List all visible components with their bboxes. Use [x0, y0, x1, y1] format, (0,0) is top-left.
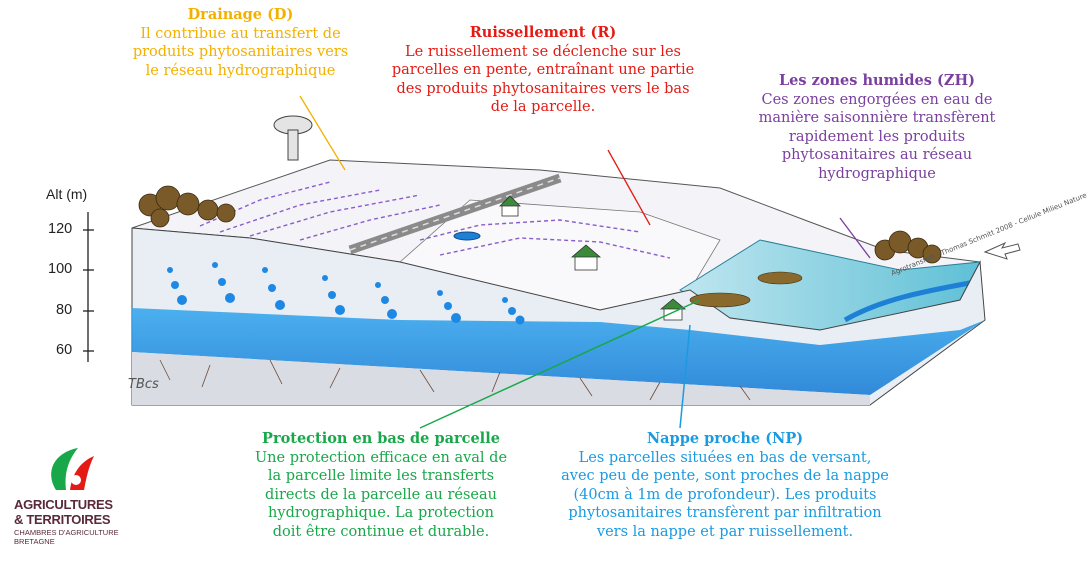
drainage-block: Drainage (D) Il contribue au transfert d…: [118, 6, 363, 80]
logo-line-1: AGRICULTURES: [14, 497, 113, 512]
protection-block: Protection en bas de parcelle Une protec…: [236, 430, 526, 541]
zh-title: Les zones humides (ZH): [778, 72, 976, 89]
alt-tick-label-100: 100: [48, 261, 73, 277]
landscape-block-diagram: [51, 95, 1021, 490]
pond: [453, 231, 481, 241]
water-tower: [273, 115, 313, 161]
protection-title: Protection en bas de parcelle: [262, 430, 500, 447]
logo-mark: [51, 448, 94, 490]
agricultures-territoires-logo: AGRICULTURES & TERRITOIRES CHAMBRES D'AG…: [14, 440, 154, 550]
bedrock: [132, 352, 870, 405]
protection-body: Une protection efficace en aval de la pa…: [254, 449, 508, 540]
logo-line-3: CHAMBRES D'AGRICULTURE: [14, 528, 119, 537]
road-line: [349, 177, 561, 251]
groundwater-layer: [132, 308, 985, 395]
nappe-block: Nappe proche (NP) Les parcelles situées …: [540, 430, 910, 541]
hedge-bottom: [689, 271, 803, 308]
flow-arrow: [983, 241, 1021, 260]
zones-humides-block: Les zones humides (ZH) Ces zones engorgé…: [732, 72, 1022, 183]
leader-nappe: [679, 324, 691, 429]
leader-ruissellement: [607, 149, 651, 226]
nappe-title: Nappe proche (NP): [646, 430, 804, 447]
infiltration-drops: [167, 262, 525, 325]
drainage-body: Il contribue au transfert de produits ph…: [132, 25, 349, 79]
alt-tick-label-120: 120: [48, 221, 73, 237]
drainage-title: Drainage (D): [187, 6, 294, 23]
farm-buildings: [499, 195, 687, 321]
artist-signature: TBcs: [128, 377, 159, 392]
alt-tick-label-80: 80: [56, 302, 73, 318]
alt-tick-label-60: 60: [56, 342, 73, 358]
stream: [843, 279, 976, 323]
leader-zh: [839, 217, 871, 259]
leader-drainage: [299, 95, 346, 171]
ruissellement-body: Le ruissellement se déclenche sur les pa…: [391, 43, 695, 116]
ruissellement-block: Ruissellement (R) Le ruissellement se dé…: [382, 24, 704, 117]
soil-cracks: [159, 359, 751, 401]
logo-line-2: & TERRITOIRES: [14, 512, 111, 527]
nappe-body: Les parcelles situées en bas de versant,…: [561, 449, 889, 540]
ruissellement-title: Ruissellement (R): [469, 24, 617, 41]
leader-protection: [419, 299, 701, 429]
alt-axis-label: Alt (m): [46, 186, 88, 202]
drainage-network: [199, 181, 671, 259]
logo-line-4: BRETAGNE: [14, 537, 55, 546]
zh-body: Ces zones engorgées en eau de manière sa…: [758, 91, 996, 182]
trees: [138, 185, 942, 264]
